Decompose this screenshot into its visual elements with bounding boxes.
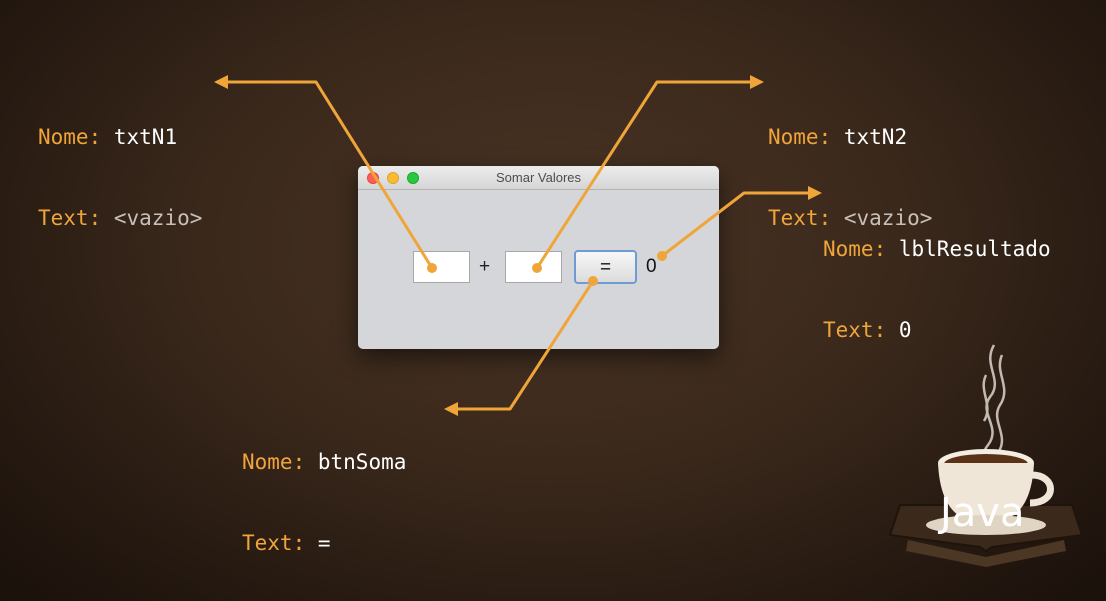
- connector-dot: [532, 263, 542, 273]
- annotation-value: 0: [898, 318, 912, 342]
- txtN1-input[interactable]: [413, 251, 470, 283]
- annotation-value: lblResultado: [898, 237, 1051, 261]
- annotation-key: Nome:: [823, 237, 887, 261]
- arrowhead: [808, 186, 822, 200]
- annotation-value: <vazio>: [113, 206, 203, 230]
- connector-dot: [588, 276, 598, 286]
- annotation-key: Text:: [768, 206, 832, 230]
- arrowhead: [750, 75, 764, 89]
- annotation-txtN2: Nome: txtN2 Text: <vazio>: [768, 70, 932, 259]
- annotation-value: txtN2: [843, 125, 908, 149]
- arrowhead: [214, 75, 228, 89]
- annotation-txtN1: Nome: txtN1 Text: <vazio>: [38, 70, 202, 259]
- annotation-key: Text:: [242, 531, 306, 555]
- minimize-window-button[interactable]: [387, 172, 399, 184]
- java-logo-text: Java: [940, 490, 1025, 536]
- connector-btnSoma: [456, 280, 595, 411]
- arrowhead: [444, 402, 458, 416]
- annotation-key: Nome:: [768, 125, 832, 149]
- annotation-btnSoma: Nome: btnSoma Text: =: [242, 395, 406, 584]
- coffee-cup-icon: [926, 449, 1054, 535]
- zoom-window-button[interactable]: [407, 172, 419, 184]
- connector-txtN1: [226, 80, 434, 269]
- connector-dot: [657, 251, 667, 261]
- annotation-key: Text:: [823, 318, 887, 342]
- annotation-value: <vazio>: [843, 206, 933, 230]
- annotation-key: Nome:: [38, 125, 102, 149]
- window-title: Somar Valores: [495, 170, 581, 185]
- annotation-value: =: [317, 531, 331, 555]
- java-logo: [888, 344, 1084, 567]
- annotation-value: btnSoma: [317, 450, 407, 474]
- plus-sign: +: [479, 256, 491, 277]
- connector-dot: [427, 263, 437, 273]
- connector-txtN2: [535, 80, 752, 269]
- lblResultado-label: 0: [646, 256, 657, 277]
- title-bar[interactable]: Somar Valores: [358, 166, 719, 190]
- annotation-value: txtN1: [113, 125, 178, 149]
- annotation-key: Nome:: [242, 450, 306, 474]
- annotation-key: Text:: [38, 206, 102, 230]
- connector-lblResultado: [661, 191, 810, 258]
- btnSoma-button[interactable]: =: [574, 250, 637, 284]
- annotation-lblResultado: Nome: lblResultado Text: 0: [823, 182, 1051, 371]
